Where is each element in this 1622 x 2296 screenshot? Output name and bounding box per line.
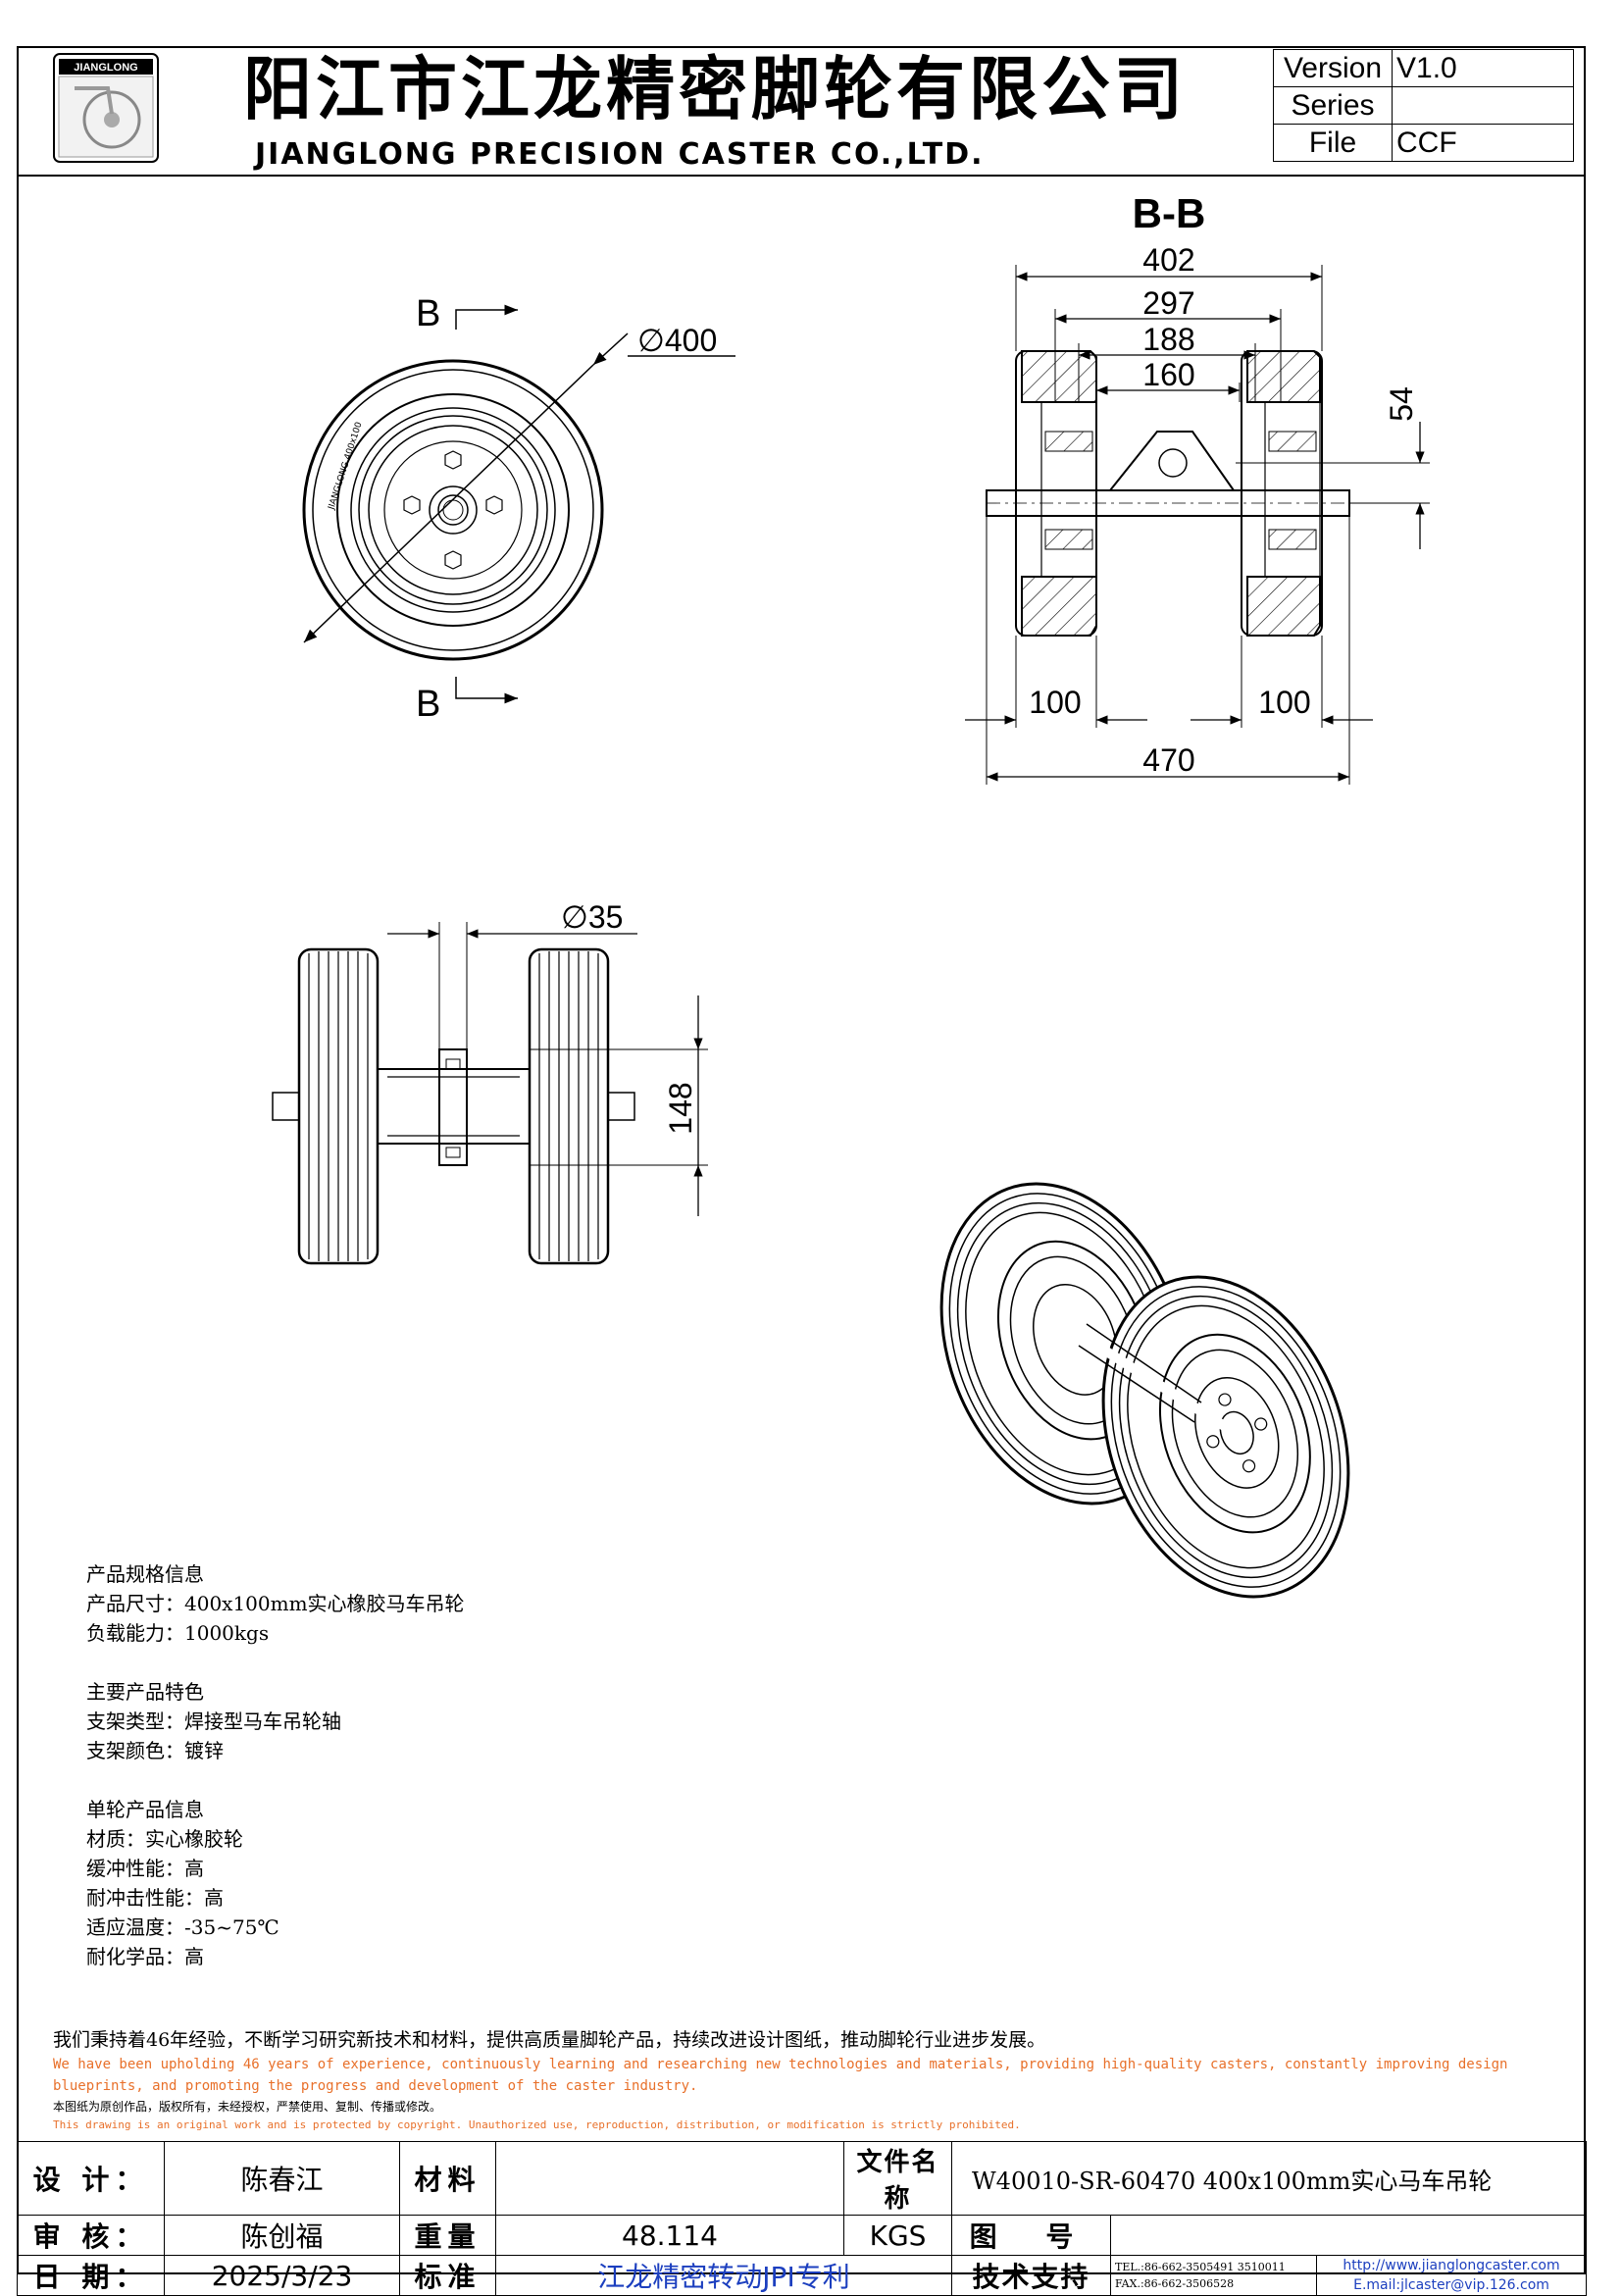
dim-470: 470 xyxy=(1142,742,1194,778)
spec-line: 材质：实心橡胶轮 xyxy=(86,1827,243,1851)
spec-line: 适应温度：-35~75℃ xyxy=(86,1915,279,1939)
standard-value: 江龙精密转动JPI专利 xyxy=(495,2255,952,2296)
website-link[interactable]: http://www.jianglongcaster.com xyxy=(1343,2258,1560,2273)
filename-label: 文件名称 xyxy=(843,2141,952,2216)
support-label: 技术支持 xyxy=(951,2255,1111,2296)
dim-100-right: 100 xyxy=(1258,685,1310,720)
dim-148: 148 xyxy=(663,1082,698,1134)
weight-unit: KGS xyxy=(843,2215,952,2256)
spec-line: 负载能力：1000kgs xyxy=(86,1621,270,1645)
spec-spacer xyxy=(86,1765,465,1795)
dim-diameter-wheel: ∅400 xyxy=(637,323,717,358)
series-key: Series xyxy=(1273,86,1393,125)
dim-188: 188 xyxy=(1142,322,1194,357)
svg-text:JIANGLONG 400x100: JIANGLONG 400x100 xyxy=(327,421,365,512)
isometric-view xyxy=(939,1182,1350,1599)
series-value xyxy=(1392,86,1574,125)
spec-line: 支架颜色：镀锌 xyxy=(86,1739,224,1762)
design-label: 设 计： xyxy=(17,2141,165,2216)
standard-label: 标准 xyxy=(399,2255,496,2296)
spec-line: 缓冲性能：高 xyxy=(86,1857,204,1880)
company-notes: 我们秉持着46年经验，不断学习研究新技术和材料，提供高质量脚轮产品，持续改进设计… xyxy=(53,2026,1583,2134)
weight-label: 重量 xyxy=(399,2215,496,2256)
tel-text: TEL.:86-662-3505491 3510011 xyxy=(1115,2261,1286,2273)
product-spec: 产品规格信息 产品尺寸：400x100mm实心橡胶马车吊轮 负载能力：1000k… xyxy=(86,1559,465,1971)
file-key: File xyxy=(1273,124,1393,162)
section-view xyxy=(965,265,1430,785)
dim-402: 402 xyxy=(1142,242,1194,278)
material-label: 材料 xyxy=(399,2141,496,2216)
spec-line: 耐化学品：高 xyxy=(86,1945,204,1968)
design-value: 陈春江 xyxy=(164,2141,400,2216)
section-title: B-B xyxy=(1133,190,1206,236)
logo-text: JIANGLONG xyxy=(74,62,137,74)
side-view xyxy=(272,922,708,1265)
version-key: Version xyxy=(1273,49,1393,87)
statement-cn: 我们秉持着46年经验，不断学习研究新技术和材料，提供高质量脚轮产品，持续改进设计… xyxy=(53,2029,1046,2051)
weight-value: 48.114 xyxy=(495,2215,844,2256)
contact-web: http://www.jianglongcaster.com E.mail:jl… xyxy=(1316,2255,1587,2296)
spec-line: 支架类型：焊接型马车吊轮轴 xyxy=(86,1709,341,1733)
contact-phone: TEL.:86-662-3505491 3510011 FAX.:86-662-… xyxy=(1110,2255,1317,2296)
section-marker-bottom: B xyxy=(416,684,440,725)
company-name-en: JIANGLONG PRECISION CASTER CO.,LTD. xyxy=(255,137,985,172)
dim-100-left: 100 xyxy=(1029,685,1081,720)
company-logo: JIANGLONG xyxy=(53,53,159,163)
drawing-no-value xyxy=(1110,2215,1587,2256)
technical-drawing: JIANGLONG 400x100 ∅400 B B B-B xyxy=(272,190,1430,1599)
date-value: 2025/3/23 xyxy=(164,2255,400,2296)
spec-spacer xyxy=(86,1648,465,1677)
dim-160: 160 xyxy=(1142,357,1194,392)
title-block: 设 计： 陈春江 材料 文件名称 W40010-SR-60470 400x100… xyxy=(17,2141,1587,2296)
email-link[interactable]: E.mail:jlcaster@vip.126.com xyxy=(1353,2277,1549,2293)
dim-diameter-axle: ∅35 xyxy=(561,899,623,935)
material-value xyxy=(495,2141,844,2216)
spec-line: 产品规格信息 xyxy=(86,1562,204,1586)
file-value: CCF xyxy=(1392,124,1574,162)
date-label: 日 期： xyxy=(17,2255,165,2296)
front-view: JIANGLONG 400x100 xyxy=(302,304,735,704)
copyright-cn: 本图纸为原创作品，版权所有，未经授权，严禁使用、复制、传播或修改。 xyxy=(53,2100,442,2114)
spec-line: 主要产品特色 xyxy=(86,1680,204,1704)
review-value: 陈创福 xyxy=(164,2215,400,2256)
copyright-en: This drawing is an original work and is … xyxy=(53,2118,1021,2131)
company-name-cn: 阳江市江龙精密脚轮有限公司 xyxy=(243,49,1187,129)
filename-value: W40010-SR-60470 400x100mm实心马车吊轮 xyxy=(951,2141,1587,2216)
spec-line: 耐冲击性能：高 xyxy=(86,1886,224,1910)
dim-54: 54 xyxy=(1384,386,1419,422)
section-marker-top: B xyxy=(416,293,440,334)
statement-en: We have been upholding 46 years of exper… xyxy=(53,2057,1508,2094)
fax-text: FAX.:86-662-3506528 xyxy=(1115,2277,1235,2290)
dim-297: 297 xyxy=(1142,285,1194,321)
review-label: 审 核： xyxy=(17,2215,165,2256)
spec-line: 产品尺寸：400x100mm实心橡胶马车吊轮 xyxy=(86,1592,465,1615)
header-divider xyxy=(17,175,1586,177)
drawing-no-label: 图 号 xyxy=(951,2215,1111,2256)
spec-line: 单轮产品信息 xyxy=(86,1798,204,1821)
